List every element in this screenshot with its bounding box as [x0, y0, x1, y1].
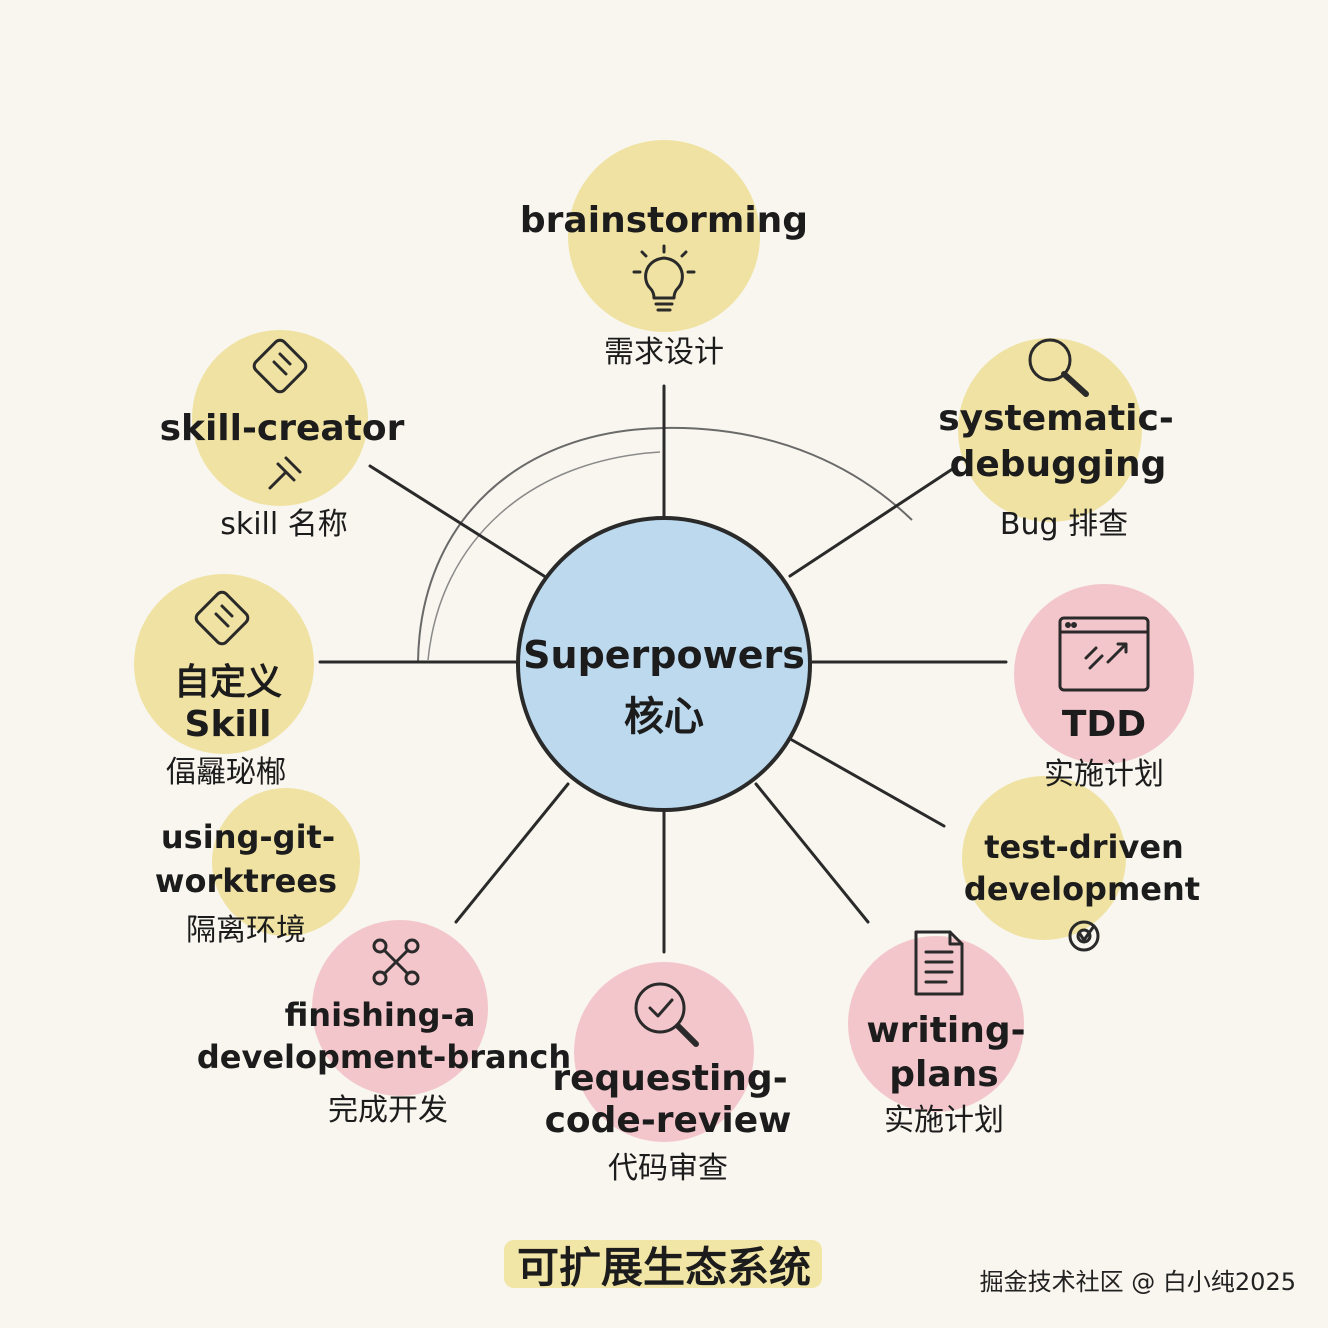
brainstorming-title: brainstorming	[520, 200, 808, 241]
lightbulb-icon	[632, 244, 696, 312]
branch-icon	[372, 938, 420, 986]
systematic-debugging-title-line1: systematic-	[938, 398, 1174, 439]
center-title: Superpowers	[523, 633, 805, 677]
custom-skill-title-line1: 自定义	[174, 662, 282, 703]
node-tdd: TDD 实施计划	[1044, 616, 1164, 792]
puzzle-icon-2	[194, 590, 250, 646]
blob-writing-plans	[848, 936, 1024, 1112]
magnifier-icon	[1028, 338, 1089, 397]
blob-systematic-debugging	[958, 338, 1142, 522]
code-window-icon	[1058, 616, 1150, 692]
finishing-branch-title-line2: development-branch	[197, 1038, 571, 1076]
center-subtitle: 核心	[624, 694, 704, 740]
test-driven-title-line1: test-driven	[984, 828, 1184, 866]
blob-test-driven	[962, 776, 1126, 940]
blob-skill-creator	[192, 330, 368, 506]
requesting-review-title-line1: requesting-	[552, 1058, 787, 1099]
blob-requesting-review	[574, 962, 754, 1142]
document-icon	[914, 930, 964, 996]
node-git-worktrees: using-git- worktrees 隔离环境	[155, 818, 337, 948]
node-systematic-debugging: systematic- debugging Bug 排查	[938, 338, 1174, 542]
node-finishing-branch: finishing-a development-branch 完成开发	[197, 938, 571, 1128]
footer-credit: 掘金技术社区 @ 白小纯2025	[980, 1268, 1296, 1296]
git-worktrees-subtitle: 隔离环境	[186, 913, 306, 948]
systematic-debugging-subtitle: Bug 排查	[1000, 507, 1128, 542]
search-check-icon	[634, 982, 699, 1047]
footer-title: 可扩展生态系统	[517, 1243, 811, 1292]
finishing-branch-subtitle: 完成开发	[328, 1093, 448, 1128]
blob-brainstorming	[568, 140, 760, 332]
brainstorming-subtitle: 需求设计	[604, 335, 724, 370]
node-blobs	[134, 140, 1194, 1142]
footer-highlight	[504, 1240, 822, 1288]
decorative-arc	[417, 426, 913, 663]
requesting-review-title-line2: code-review	[545, 1100, 792, 1141]
custom-skill-title-line2: Skill	[185, 704, 272, 745]
node-requesting-review: requesting- code-review 代码审查	[545, 982, 792, 1186]
systematic-debugging-title-line2: debugging	[950, 444, 1167, 485]
center-node	[516, 516, 812, 812]
finishing-branch-title-line1: finishing-a	[285, 996, 476, 1034]
blob-custom-skill	[134, 574, 314, 754]
node-custom-skill: 自定义 Skill 偪㒿珌㮋	[166, 590, 286, 790]
blob-finishing-branch	[312, 920, 488, 1096]
connector-test-driven	[790, 738, 946, 828]
node-writing-plans: writing- plans 实施计划	[866, 930, 1026, 1138]
writing-plans-subtitle: 实施计划	[884, 1103, 1004, 1138]
test-driven-title-line2: development	[964, 870, 1200, 908]
node-skill-creator: skill-creator skill 名称	[160, 338, 405, 542]
target-icon	[1068, 920, 1100, 952]
requesting-review-subtitle: 代码审查	[608, 1151, 728, 1186]
tdd-subtitle: 实施计划	[1044, 757, 1164, 792]
node-brainstorming: brainstorming 需求设计	[520, 200, 808, 370]
pin-icon	[268, 456, 302, 490]
connector-systematic-debugging	[788, 466, 956, 578]
git-worktrees-title-line2: worktrees	[155, 862, 337, 900]
node-test-driven: test-driven development	[964, 828, 1200, 952]
writing-plans-title-line2: plans	[889, 1054, 998, 1095]
decorative-arc-inner	[427, 451, 661, 661]
puzzle-icon	[252, 338, 308, 394]
blob-git-worktrees	[212, 788, 360, 936]
tdd-title: TDD	[1062, 704, 1146, 745]
skill-creator-title: skill-creator	[160, 408, 405, 449]
connector-finishing-branch	[454, 782, 570, 924]
skill-creator-subtitle: skill 名称	[220, 507, 348, 542]
connector-lines	[318, 384, 1008, 954]
custom-skill-subtitle: 偪㒿珌㮋	[166, 755, 286, 790]
connector-writing-plans	[754, 782, 870, 924]
writing-plans-title-line1: writing-	[866, 1010, 1025, 1051]
git-worktrees-title-line1: using-git-	[161, 818, 335, 856]
connector-skill-creator	[368, 464, 546, 578]
